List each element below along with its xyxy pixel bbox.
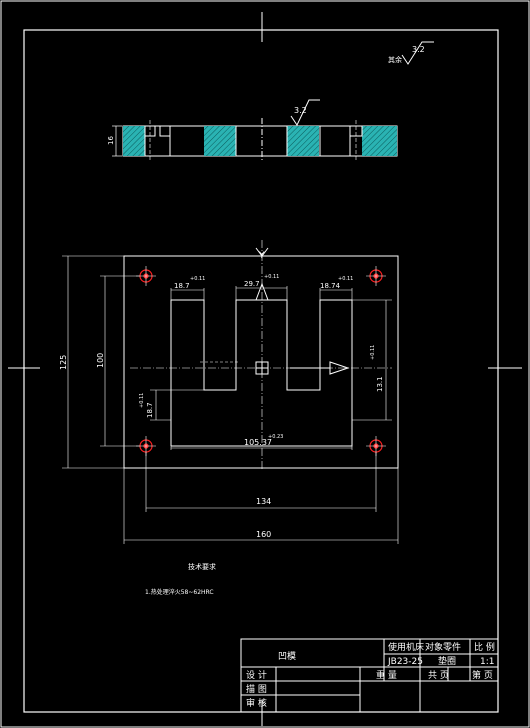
tech-req-item: 1.热处理淬火58~62HRC	[145, 588, 214, 596]
total-pages: 共 页	[428, 670, 449, 681]
part-name: 凹模	[278, 651, 296, 662]
dim-depth-left: 18.7	[146, 402, 154, 418]
roughness-value-section: 3.2	[294, 106, 307, 115]
centering-marks	[8, 12, 522, 726]
col-machine-header: 使用机床	[388, 641, 424, 653]
row-check: 审 核	[246, 697, 267, 709]
roughness-value-corner: 3.2	[412, 45, 425, 54]
part-value: 垫圈	[438, 655, 456, 667]
mounting-holes	[139, 269, 383, 453]
dim-slot-left: 18.7	[174, 282, 190, 290]
scale-value: 1:1	[480, 657, 494, 667]
dim-slot-right: 18.74	[320, 282, 341, 290]
title-block-text: 凹模 使用机床 对象零件 比 例 JB23-25 垫圈 1:1 设 计 描 图 …	[246, 641, 495, 709]
hatch-block-5	[362, 126, 397, 156]
col-part-header: 对象零件	[425, 641, 461, 653]
dim-slot-mid: 29.7	[244, 280, 260, 288]
inner-border	[23, 29, 499, 713]
dim-hole-spacing-v: 100	[96, 353, 105, 368]
row-draw: 描 图	[246, 683, 267, 695]
dimension-texts: 125 100 18.7 +0.11 29.7 +0.11 18.74 +0.1…	[59, 274, 384, 539]
dim-depth-right: 13.1	[376, 376, 384, 392]
weight-label: 重 量	[376, 669, 397, 681]
dim-thickness: 16	[107, 136, 115, 145]
dim-slot-right-tol: +0.11	[338, 276, 353, 282]
section-view: 16 3.2	[107, 99, 398, 162]
row-design: 设 计	[246, 669, 267, 681]
hatch-block-1	[123, 126, 145, 156]
machine-value: JB23-25	[387, 657, 423, 667]
plan-view	[123, 240, 399, 470]
dim-overall-height: 125	[59, 355, 68, 370]
dim-slot-mid-tol: +0.11	[264, 274, 279, 280]
dim-overall-width: 160	[256, 530, 271, 539]
dim-hole-spacing-h: 134	[256, 497, 271, 506]
title-block	[240, 638, 499, 713]
roughness-symbol-corner: 其余 3.2	[388, 41, 434, 65]
hatch-block-3	[204, 126, 236, 156]
roughness-label-corner: 其余	[388, 55, 402, 64]
dim-inner-width: 105.37	[244, 438, 272, 447]
dimension-lines	[62, 255, 399, 544]
page-no: 第 页	[472, 669, 493, 681]
hole-centerlines	[136, 266, 386, 456]
dim-inner-width-tol: +0.23	[268, 434, 283, 440]
center-mark-label: Y	[258, 251, 265, 261]
col-scale-header: 比 例	[474, 641, 495, 653]
dim-depth-left-tol: +0.11	[139, 393, 145, 408]
dim-slot-left-tol: +0.11	[190, 276, 205, 282]
hatch-block-4	[287, 126, 319, 156]
tech-req-title: 技术要求	[188, 562, 216, 571]
dim-depth-right-tol: +0.11	[370, 345, 376, 360]
